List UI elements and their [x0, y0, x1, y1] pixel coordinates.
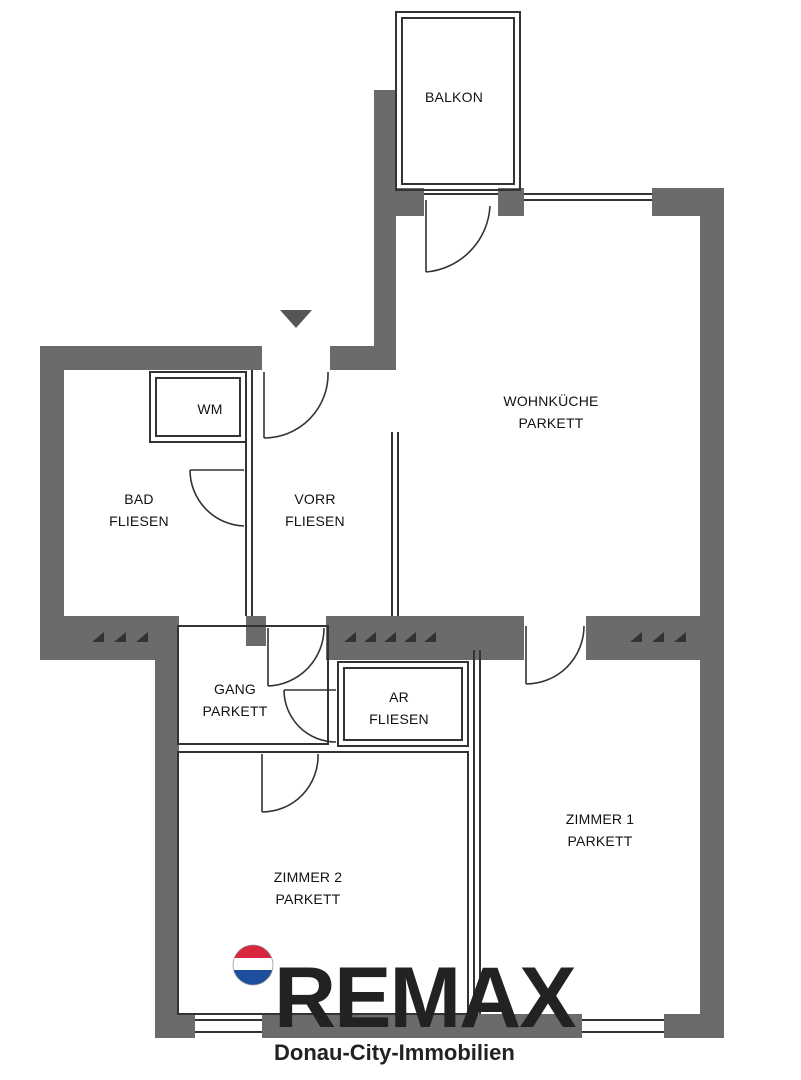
room-name: GANG	[213, 681, 257, 697]
room-floor: FLIESEN	[109, 513, 169, 529]
room-floor: FLIESEN	[285, 513, 345, 529]
room-label-ar: AR FLIESEN	[354, 686, 444, 730]
remax-subtitle: Donau-City-Immobilien	[274, 1040, 515, 1065]
walls	[40, 90, 724, 1038]
room-name: VORR	[294, 491, 336, 507]
remax-wordmark: REMAX	[274, 950, 577, 1046]
room-label-zimmer2: ZIMMER 2 PARKETT	[258, 866, 358, 910]
room-floor: PARKETT	[202, 703, 268, 719]
room-floor: PARKETT	[567, 833, 633, 849]
room-floor: FLIESEN	[369, 711, 429, 727]
room-floor: PARKETT	[275, 891, 341, 907]
room-label-zimmer1: ZIMMER 1 PARKETT	[550, 808, 650, 852]
room-name: WOHNKÜCHE	[503, 393, 599, 409]
door-swings	[189, 200, 585, 813]
room-name: BALKON	[425, 89, 483, 105]
room-floor: PARKETT	[518, 415, 584, 431]
room-label-vorr: VORR FLIESEN	[270, 488, 360, 532]
room-label-wohnkueche: WOHNKÜCHE PARKETT	[476, 390, 626, 434]
room-name: ZIMMER 1	[565, 811, 635, 827]
room-label-gang: GANG PARKETT	[190, 678, 280, 722]
interior-lines	[149, 11, 664, 1033]
room-name: WM	[197, 401, 223, 417]
room-name: AR	[389, 689, 409, 705]
remax-balloon-icon	[232, 944, 274, 986]
room-name: BAD	[124, 491, 154, 507]
radiator-icon	[92, 632, 686, 642]
entrance-marker-icon	[280, 310, 312, 328]
room-label-bad: BAD FLIESEN	[94, 488, 184, 532]
room-label-wm: WM	[170, 398, 250, 420]
room-name: ZIMMER 2	[273, 869, 343, 885]
room-label-balkon: BALKON	[412, 86, 496, 108]
